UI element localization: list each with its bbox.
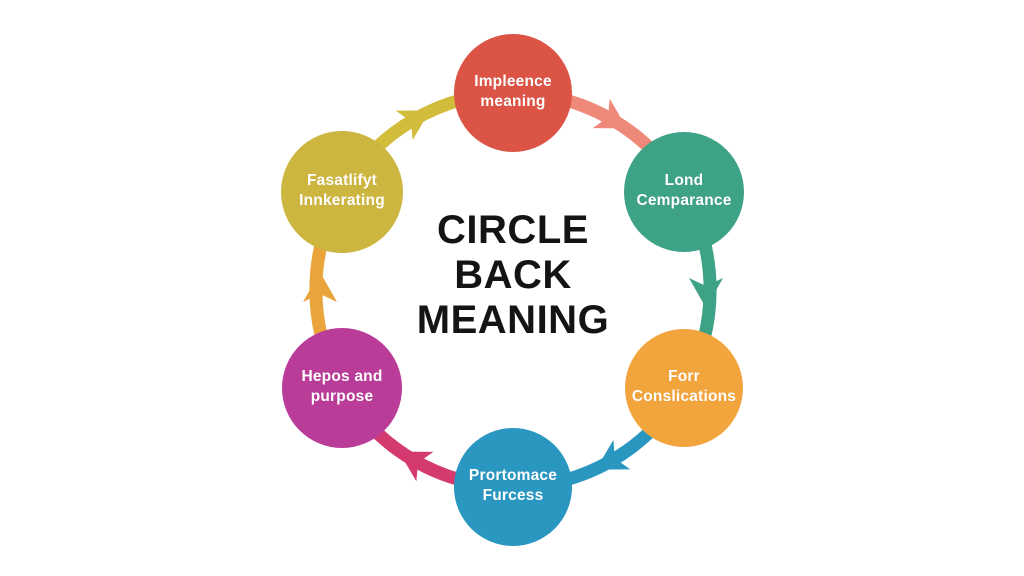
node-circle-impleence-meaning <box>454 34 572 152</box>
node-circle-prortomace-furcess <box>454 428 572 546</box>
arrowhead-icon <box>398 451 434 482</box>
node-circle-forr-conslications <box>625 329 743 447</box>
node-label-forr-conslications: Forr Conslications <box>631 368 737 405</box>
diagram-title: CIRCLE BACK MEANING <box>416 208 610 343</box>
arrowheads <box>303 98 723 482</box>
node-circle-fasatlifyt-innkerating <box>281 131 403 253</box>
arrowhead-icon <box>303 272 337 302</box>
node-circles <box>281 34 744 546</box>
node-circle-hepos-and-purpose <box>282 328 402 448</box>
node-label-prortomace-furcess: Prortomace Furcess <box>468 467 558 504</box>
arrowhead-icon <box>395 110 431 141</box>
node-circle-lond-cemparance <box>624 132 744 252</box>
arrowhead-icon <box>689 278 723 308</box>
node-label-impleence-meaning: Impleence meaning <box>474 73 552 110</box>
node-label-hepos-and-purpose: Hepos and purpose <box>301 368 383 405</box>
node-label-fasatlifyt-innkerating: Fasatlifyt Innkerating <box>299 172 385 209</box>
arrowhead-icon <box>592 98 628 129</box>
arrowhead-icon <box>595 439 631 470</box>
node-label-lond-cemparance: Lond Cemparance <box>636 172 732 209</box>
